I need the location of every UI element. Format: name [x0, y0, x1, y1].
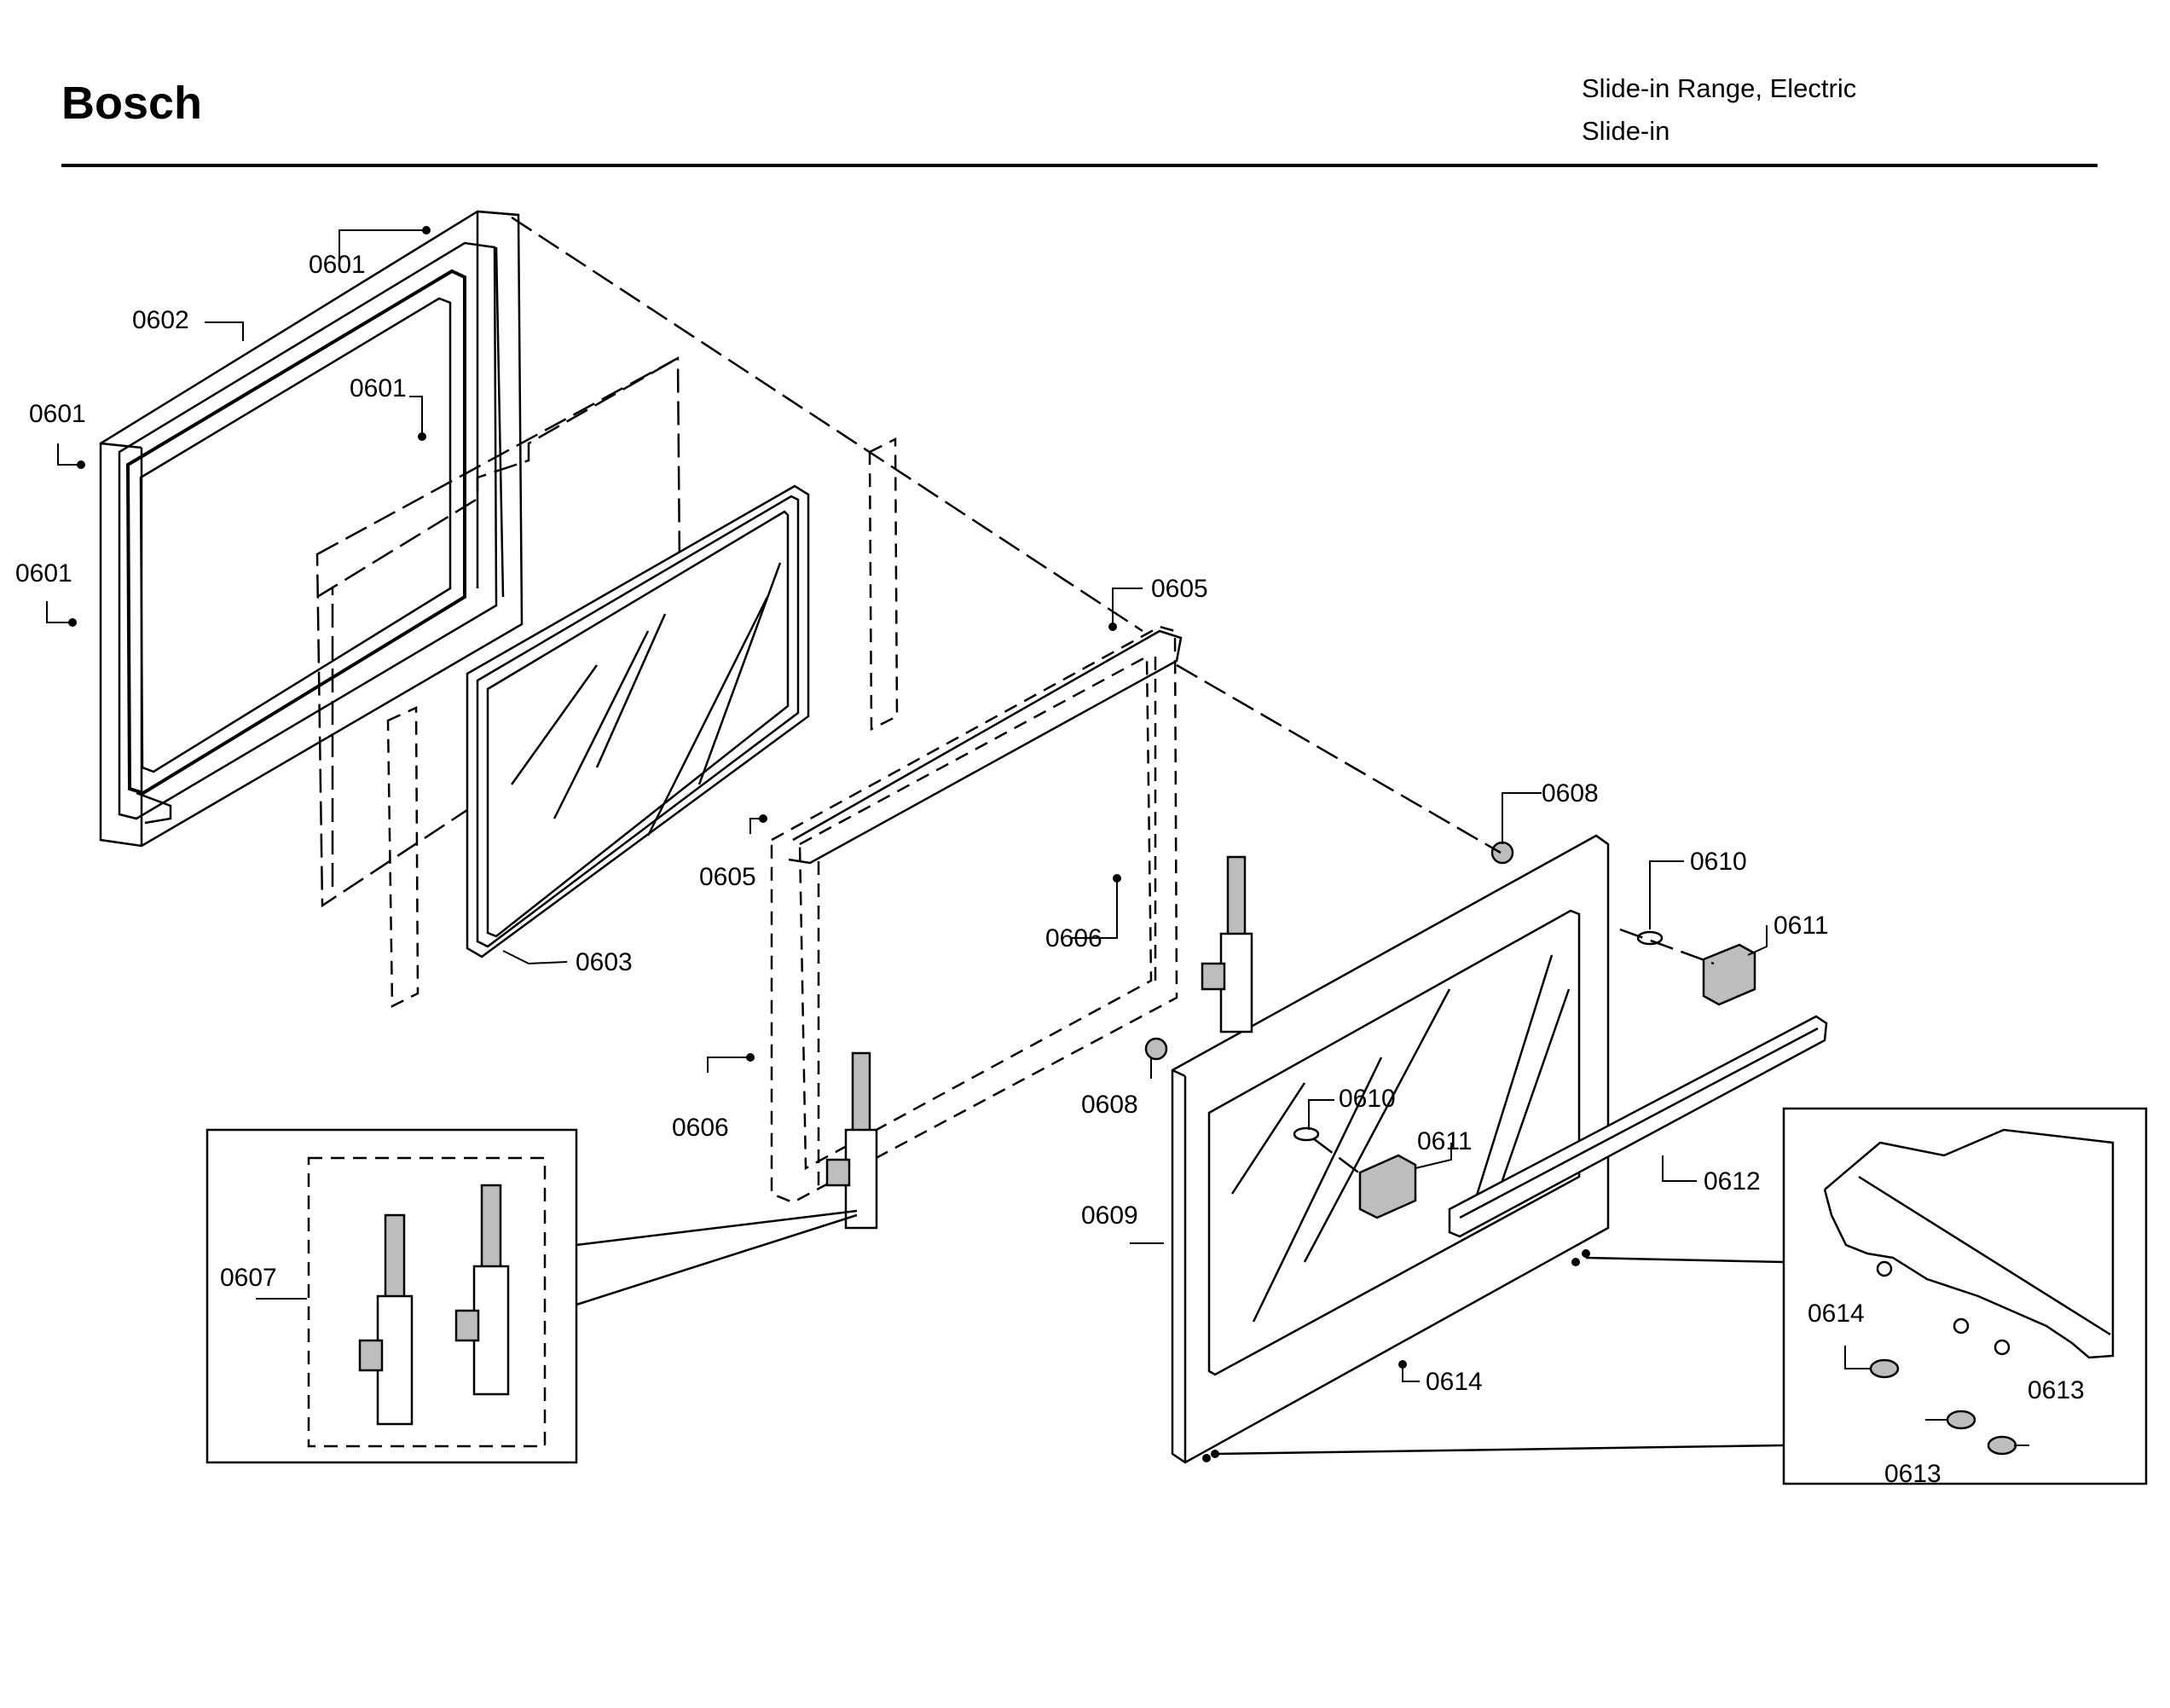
spacer-upper — [1636, 930, 1664, 946]
leader-lines — [46, 226, 2029, 1462]
inner-door-frame — [770, 625, 1183, 1204]
label-0608-top: 0608 — [1542, 779, 1599, 808]
label-0601-top: 0601 — [309, 251, 366, 279]
bumper-upper — [1490, 841, 1514, 865]
hinge-kit-inset — [205, 1128, 858, 1464]
label-0601-left-lower: 0601 — [15, 559, 72, 588]
outer-door-frame — [99, 210, 524, 848]
alignment-lines — [511, 216, 1715, 1178]
label-0613-bottom: 0613 — [1884, 1460, 1941, 1488]
label-0605-left: 0605 — [699, 863, 756, 891]
label-0601-inner: 0601 — [350, 374, 407, 402]
left-strip — [386, 706, 420, 1009]
label-0611-top: 0611 — [1774, 912, 1829, 940]
label-0602: 0602 — [132, 306, 189, 334]
label-0603: 0603 — [576, 948, 633, 976]
label-0608-bottom: 0608 — [1081, 1091, 1138, 1119]
label-0605-top: 0605 — [1151, 575, 1208, 603]
label-0606-left: 0606 — [672, 1114, 729, 1142]
header-divider — [61, 164, 2098, 167]
glass-panel — [466, 484, 810, 958]
label-0613-right: 0613 — [2028, 1376, 2085, 1404]
label-0614-center: 0614 — [1426, 1368, 1483, 1396]
label-0607: 0607 — [220, 1264, 277, 1292]
label-0612: 0612 — [1704, 1167, 1761, 1196]
screw-detail-inset — [1214, 1107, 2148, 1485]
bumper-lower — [1144, 1037, 1168, 1061]
right-strip — [868, 437, 899, 732]
spacer-lower — [1293, 1126, 1320, 1142]
label-0601-left: 0601 — [29, 400, 86, 428]
door-handle — [1448, 1015, 1828, 1238]
label-0609: 0609 — [1081, 1201, 1138, 1230]
brand-title: Bosch — [61, 78, 203, 129]
label-0610-top: 0610 — [1690, 848, 1747, 876]
hinge-right — [1201, 855, 1253, 1033]
handle-mount-lower — [1358, 1154, 1417, 1219]
appliance-subtype: Slide-in — [1582, 116, 1670, 146]
label-0610-bottom: 0610 — [1339, 1085, 1396, 1113]
handle-mount-upper — [1702, 943, 1756, 1006]
label-0614-inset: 0614 — [1808, 1300, 1865, 1328]
hinge-left — [825, 1051, 878, 1230]
appliance-type: Slide-in Range, Electric — [1582, 73, 1857, 103]
label-0606-right: 0606 — [1045, 924, 1102, 952]
front-door-panel — [1171, 834, 1610, 1464]
part-labels: 0601 0602 0601 0601 0601 0603 0605 0605 … — [15, 251, 2085, 1488]
label-0611-bottom: 0611 — [1417, 1127, 1473, 1155]
